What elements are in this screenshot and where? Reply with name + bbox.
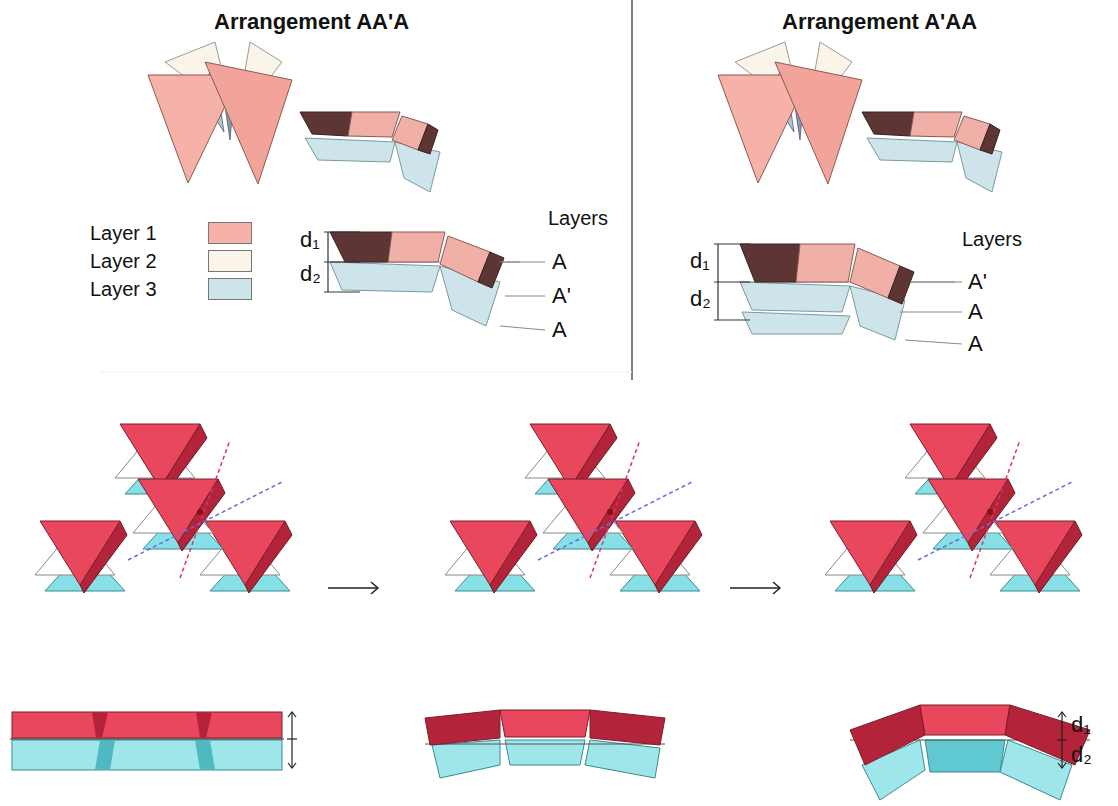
- legend-text: Layer 1: [90, 222, 208, 244]
- dimension-label: d₁: [1071, 713, 1091, 737]
- layer-letter: A: [968, 332, 983, 356]
- legend-swatch: [208, 250, 252, 272]
- legend-swatch: [208, 278, 252, 300]
- layer-letter: A: [552, 318, 567, 342]
- legend-text: Layer 2: [90, 250, 208, 272]
- layer-letter: A': [968, 270, 987, 294]
- legend-swatch: [208, 222, 252, 244]
- layer-letter: A: [968, 300, 983, 324]
- legend-row: Layer 1: [90, 222, 252, 244]
- layer-letter: A: [552, 250, 567, 274]
- legend-row: Layer 3: [90, 278, 252, 300]
- dimension-label: d₁: [300, 228, 320, 252]
- layer-letter: A': [552, 284, 571, 308]
- dimension-label: d₂: [300, 262, 321, 286]
- panel-title: Arrangement AA'A: [214, 10, 409, 34]
- panel-title: Arrangement A'AA: [782, 10, 977, 34]
- layers-heading: Layers: [548, 207, 608, 229]
- dimension-label: d₁: [690, 249, 710, 273]
- legend-row: Layer 2: [90, 250, 252, 272]
- dimension-label: d₂: [1071, 743, 1092, 767]
- layers-heading: Layers: [962, 228, 1022, 250]
- dimension-label: d₂: [690, 287, 711, 311]
- legend-text: Layer 3: [90, 278, 208, 300]
